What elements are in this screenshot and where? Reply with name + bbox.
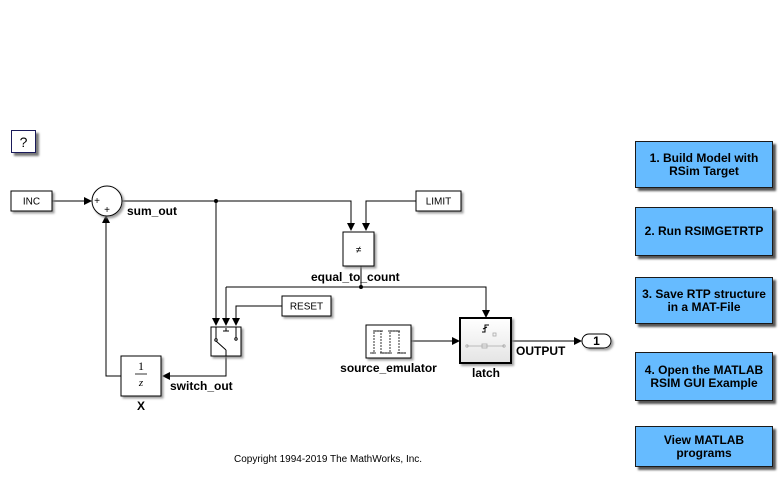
branch-point: [214, 199, 218, 203]
switch-block[interactable]: [210, 326, 242, 357]
reset-label: RESET: [290, 302, 323, 313]
switch-out-label: switch_out: [170, 379, 233, 393]
line-limit-to-relop: [365, 200, 416, 224]
line-equal-to-count: [226, 286, 487, 312]
not-equal-icon: ≠: [356, 245, 362, 256]
signal-builder-icon: [370, 330, 406, 354]
output-signal-label: OUTPUT: [516, 344, 566, 358]
arrow-icon: [362, 223, 370, 231]
open-rsim-gui-button[interactable]: 4. Open the MATLAB RSIM GUI Example: [635, 352, 773, 401]
limit-block[interactable]: LIMIT: [415, 190, 462, 212]
source-emulator-block[interactable]: [365, 324, 412, 359]
equal-to-count-label: equal_to_count: [311, 270, 400, 284]
latch-block[interactable]: [459, 317, 512, 364]
line-switch-out: [169, 356, 227, 377]
sum-block[interactable]: + +: [91, 185, 123, 217]
signal-lines: [52, 200, 576, 377]
switch-icon: [214, 327, 238, 356]
arrow-icon: [232, 318, 240, 326]
line-sum-out: [122, 200, 352, 224]
sum-out-label: sum_out: [127, 204, 177, 218]
unit-delay-block[interactable]: 1 z: [120, 355, 162, 397]
arrow-icon: [222, 318, 230, 326]
save-rtp-button[interactable]: 3. Save RTP structure in a MAT-File: [635, 277, 773, 324]
arrow-icon: [84, 197, 92, 205]
build-model-button[interactable]: 1. Build Model with RSim Target: [635, 141, 773, 188]
arrow-icon: [452, 337, 460, 345]
relational-operator-block[interactable]: ≠: [342, 231, 375, 267]
delay-denominator: z: [138, 377, 144, 389]
arrow-icon: [574, 337, 582, 345]
delay-numerator: 1: [138, 359, 144, 373]
subsystem-icon: [465, 332, 506, 349]
arrow-icon: [212, 318, 220, 326]
inc-block[interactable]: INC: [10, 190, 53, 212]
arrow-icon: [482, 310, 490, 318]
source-emulator-name: source_emulator: [340, 361, 437, 375]
arrowheads: [84, 197, 582, 380]
line-reset-to-switch: [235, 305, 282, 320]
reset-block[interactable]: RESET: [281, 295, 332, 317]
run-rsimgetrtp-button[interactable]: 2. Run RSIMGETRTP: [635, 207, 773, 256]
branch-point: [359, 285, 363, 289]
limit-label: LIMIT: [426, 197, 452, 208]
line-delay-feedback: [105, 223, 121, 377]
arrow-icon: [102, 215, 110, 223]
view-matlab-programs-button[interactable]: View MATLAB programs: [635, 426, 773, 467]
inc-label: INC: [23, 197, 40, 208]
latch-block-name: latch: [472, 366, 500, 380]
sum-plus-sign: +: [104, 205, 110, 216]
sum-plus-sign: +: [94, 196, 100, 207]
output-port-1[interactable]: 1: [581, 333, 612, 349]
trigger-icon: [482, 324, 489, 333]
output-port-number: 1: [593, 334, 600, 348]
help-button[interactable]: ?: [11, 130, 36, 153]
arrow-icon: [347, 223, 355, 231]
copyright-notice: Copyright 1994-2019 The MathWorks, Inc.: [234, 454, 423, 465]
arrow-icon: [162, 372, 170, 380]
delay-block-name: X: [137, 399, 145, 413]
